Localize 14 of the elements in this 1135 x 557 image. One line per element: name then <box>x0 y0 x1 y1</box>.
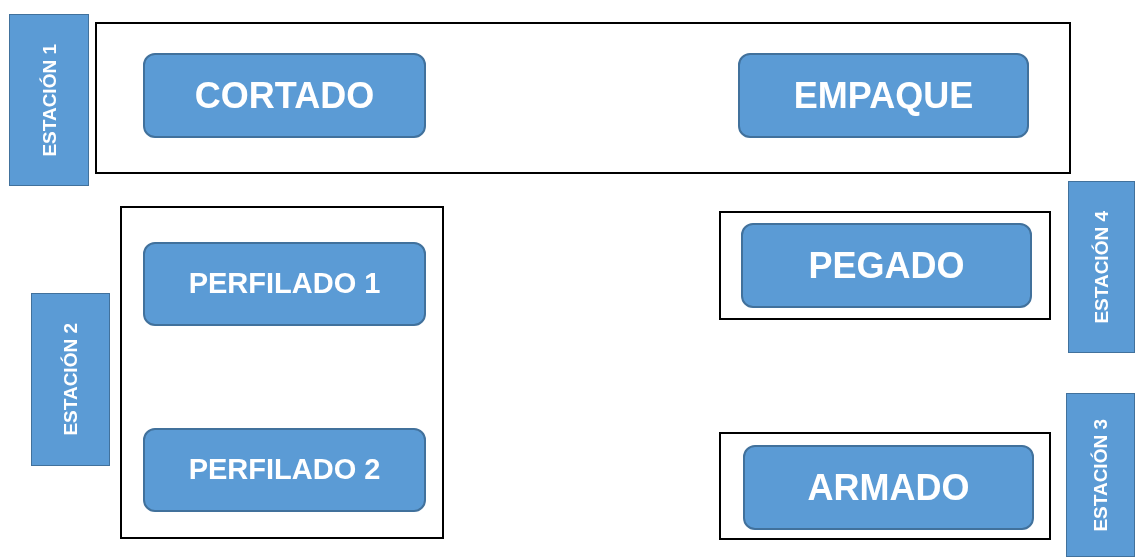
process-box: PERFILADO 1 <box>143 242 426 326</box>
station-label: ESTACIÓN 1 <box>9 14 89 186</box>
process-box: PERFILADO 2 <box>143 428 426 512</box>
station-label: ESTACIÓN 3 <box>1066 393 1135 557</box>
station-label: ESTACIÓN 4 <box>1068 181 1135 353</box>
process-box: CORTADO <box>143 53 426 138</box>
station-frame <box>95 22 1071 174</box>
station-label: ESTACIÓN 2 <box>31 293 110 466</box>
station-frame <box>120 206 444 539</box>
station-frame <box>719 432 1051 540</box>
station-frame <box>719 211 1051 320</box>
process-box: EMPAQUE <box>738 53 1029 138</box>
process-box: ARMADO <box>743 445 1034 530</box>
process-box: PEGADO <box>741 223 1032 308</box>
